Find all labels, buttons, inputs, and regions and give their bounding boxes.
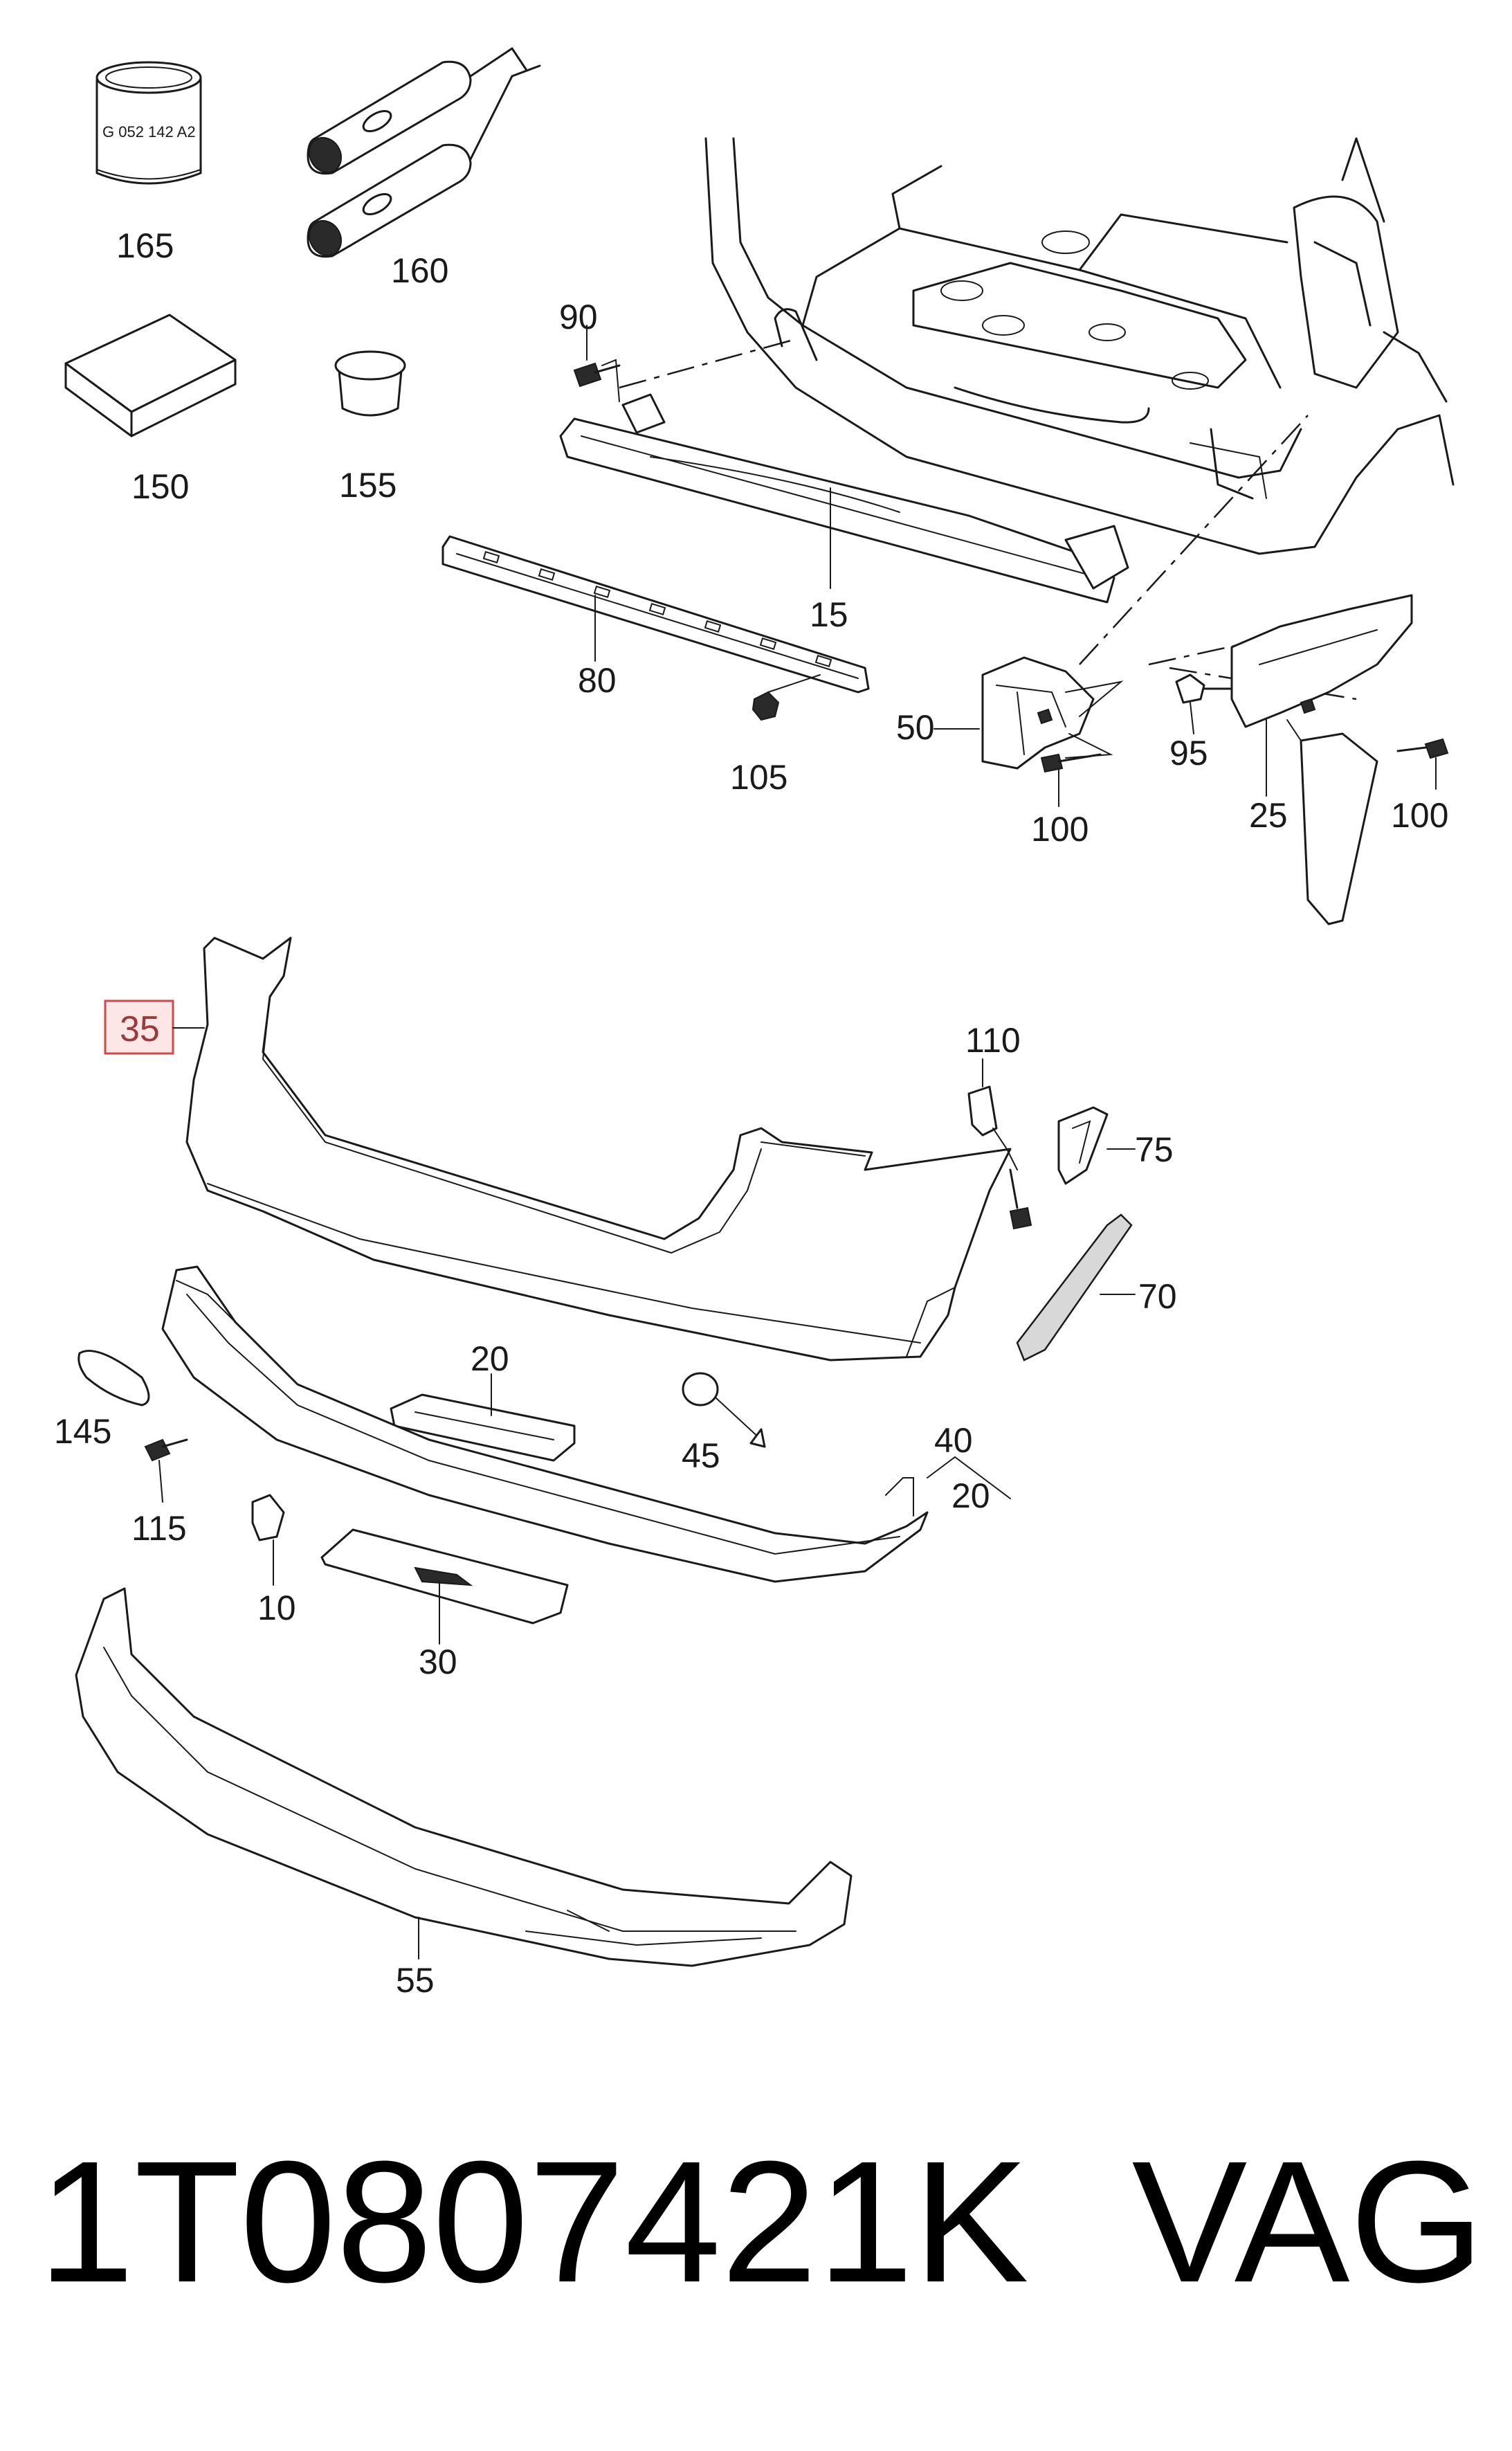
part-45-cap xyxy=(682,1372,766,1448)
label-105: 105 xyxy=(730,758,787,797)
part-30-panel xyxy=(320,1528,569,1645)
vehicle-body xyxy=(704,137,1455,555)
label-25: 25 xyxy=(1249,796,1288,835)
label-80: 80 xyxy=(578,661,617,700)
label-155: 155 xyxy=(339,466,397,505)
part-75-bracket xyxy=(1057,1106,1136,1185)
part-70-trim xyxy=(1016,1213,1136,1362)
footer: 1T0807421K VAG xyxy=(38,2118,1484,2326)
part-10-clip xyxy=(251,1494,285,1586)
label-100a: 100 xyxy=(1031,810,1089,849)
part-number: 1T0807421K xyxy=(38,2125,1029,2318)
highlight-box-35 xyxy=(104,1000,174,1055)
part-55-diffuser xyxy=(75,1587,853,1967)
part-25-guide xyxy=(1230,594,1413,925)
part-110-clip xyxy=(967,1058,1018,1170)
part-150-pad xyxy=(64,314,237,437)
brand: VAG xyxy=(1131,2125,1484,2318)
label-145: 145 xyxy=(54,1412,111,1451)
label-75: 75 xyxy=(1135,1130,1174,1169)
label-70: 70 xyxy=(1138,1277,1177,1316)
label-15: 15 xyxy=(810,595,848,634)
label-40: 40 xyxy=(934,1421,973,1460)
label-160: 160 xyxy=(391,251,448,290)
part-lower-trim xyxy=(161,1265,929,1583)
ring-marking: G 052 142 A2 xyxy=(102,123,196,141)
part-165-ring: G 052 142 A2 xyxy=(95,61,202,185)
label-30: 30 xyxy=(419,1643,457,1681)
part-15-reinforcement xyxy=(559,393,1129,604)
part-105-nut xyxy=(752,674,821,721)
part-90-bolt xyxy=(573,325,621,402)
part-145-cap xyxy=(78,1350,150,1407)
part-100a-screw xyxy=(1040,733,1113,807)
part-80-bracket xyxy=(441,535,870,694)
label-95: 95 xyxy=(1169,734,1208,772)
label-10: 10 xyxy=(257,1589,296,1627)
label-100b: 100 xyxy=(1391,796,1448,835)
label-110: 110 xyxy=(965,1021,1021,1060)
label-90: 90 xyxy=(559,298,598,336)
part-35-bumper-cover xyxy=(185,937,1012,1362)
label-50: 50 xyxy=(896,708,935,747)
label-45: 45 xyxy=(682,1436,720,1475)
label-35: 35 xyxy=(120,1009,160,1049)
part-screw-bumper xyxy=(1009,1168,1032,1230)
label-20b: 20 xyxy=(951,1476,990,1515)
part-100b-screw xyxy=(1396,738,1449,790)
label-150: 150 xyxy=(131,467,189,506)
label-115: 115 xyxy=(131,1509,187,1548)
part-155-cap xyxy=(334,350,406,417)
part-160-cartridges xyxy=(307,47,541,258)
label-165: 165 xyxy=(116,226,174,265)
part-115-bolt xyxy=(144,1438,188,1503)
part-50-guide xyxy=(981,656,1095,770)
label-55: 55 xyxy=(396,1961,435,2000)
label-20a: 20 xyxy=(471,1339,509,1378)
